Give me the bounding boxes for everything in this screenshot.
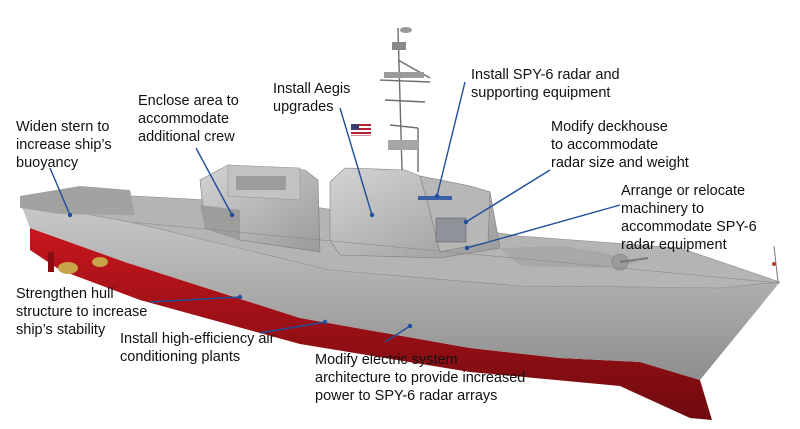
leader-spy6	[436, 81, 466, 197]
stern-structure	[20, 186, 135, 215]
leader-deckhouse	[465, 169, 551, 223]
leader-aegis	[339, 107, 373, 216]
propeller	[58, 262, 78, 274]
propeller	[92, 257, 108, 267]
us-flag-icon	[351, 124, 371, 136]
callout-install-ac: Install high-efficiency air conditioning…	[120, 331, 275, 365]
callout-strengthen-hull: Strengthen hull structure to increase sh…	[16, 286, 148, 338]
leader-electric	[384, 325, 411, 343]
callout-enclose-area: Enclose area to accommodate additional c…	[138, 93, 239, 145]
forward-deck	[500, 246, 640, 268]
callout-modify-deckhouse: Modify deckhouse to accommodate radar si…	[551, 119, 689, 171]
callout-widen-stern: Widen stern to increase ship’s buoyancy	[16, 119, 112, 171]
rudder	[48, 252, 54, 272]
callout-arrange-machinery: Arrange or relocate machinery to accommo…	[621, 183, 757, 253]
hull-underwater-red	[30, 228, 712, 420]
callout-modify-electric: Modify electric system architecture to p…	[315, 352, 526, 404]
callout-install-spy6: Install SPY-6 radar and supporting equip…	[471, 67, 620, 101]
leader-enclose-area	[195, 147, 233, 216]
leader-widen-stern	[49, 167, 71, 216]
hull-side-gray	[20, 202, 780, 380]
leader-ac	[259, 321, 326, 334]
callout-install-aegis: Install Aegis upgrades	[273, 81, 351, 115]
spy6-radar-face	[435, 217, 467, 243]
ship-name-plate	[418, 196, 452, 200]
leader-machinery	[466, 204, 621, 249]
leader-hull	[149, 296, 241, 303]
